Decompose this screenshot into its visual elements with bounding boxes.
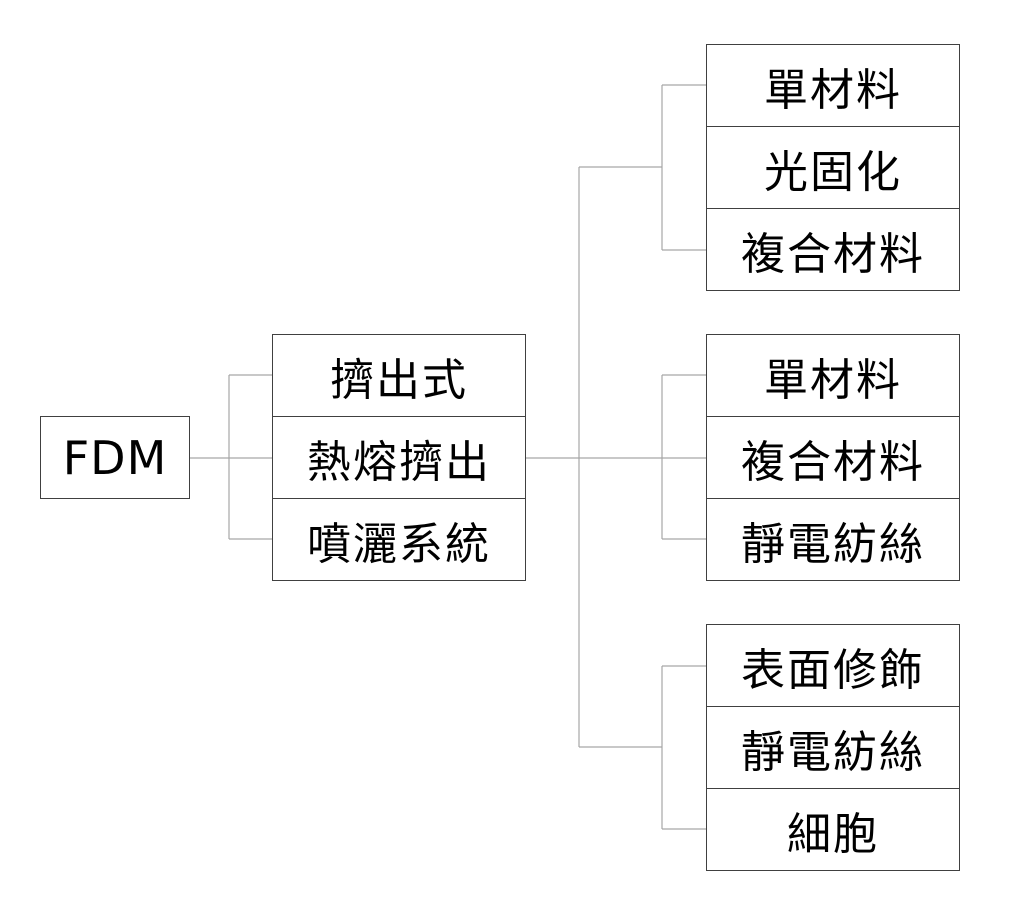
level2-node-group2-single-material: 單材料 bbox=[706, 334, 960, 417]
level2-node-group3-surface-modification: 表面修飾 bbox=[706, 624, 960, 707]
level1-node-hot-melt-extrusion: 熱熔擠出 bbox=[272, 416, 526, 499]
node-label: 細胞 bbox=[787, 808, 879, 860]
node-label: 噴灑系統 bbox=[307, 518, 491, 570]
level2-node-group2-composite-material: 複合材料 bbox=[706, 416, 960, 499]
node-label: 靜電紡絲 bbox=[741, 518, 925, 570]
level2-node-group3-cells: 細胞 bbox=[706, 788, 960, 871]
node-label: 光固化 bbox=[764, 146, 902, 198]
node-label: 擠出式 bbox=[330, 354, 468, 406]
level1-node-extrusion: 擠出式 bbox=[272, 334, 526, 417]
node-label: 複合材料 bbox=[741, 228, 925, 280]
node-label: 複合材料 bbox=[741, 436, 925, 488]
root-node: FDM bbox=[40, 416, 190, 499]
node-label: 熱熔擠出 bbox=[307, 436, 491, 488]
level1-node-spray-system: 噴灑系統 bbox=[272, 498, 526, 581]
node-label: 表面修飾 bbox=[741, 644, 925, 696]
node-label: 靜電紡絲 bbox=[741, 726, 925, 778]
level2-node-group1-photocuring: 光固化 bbox=[706, 126, 960, 209]
level2-node-group1-single-material: 單材料 bbox=[706, 44, 960, 127]
level2-node-group1-composite-material: 複合材料 bbox=[706, 208, 960, 291]
node-label: 單材料 bbox=[764, 64, 902, 116]
node-label: 單材料 bbox=[764, 354, 902, 406]
level2-node-group2-electrospinning: 靜電紡絲 bbox=[706, 498, 960, 581]
level2-node-group3-electrospinning: 靜電紡絲 bbox=[706, 706, 960, 789]
root-node-label: FDM bbox=[62, 430, 168, 485]
